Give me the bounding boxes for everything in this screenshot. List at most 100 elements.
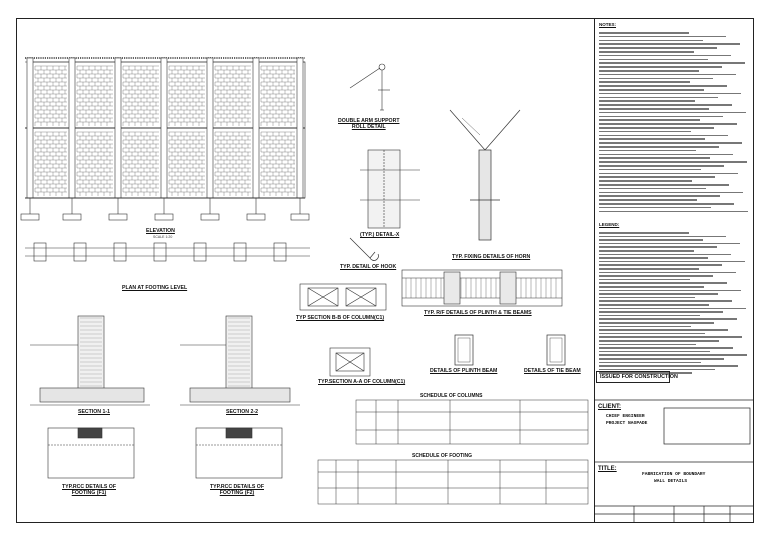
note-text-line xyxy=(599,268,699,270)
note-text-line xyxy=(599,32,689,34)
plinth-beam-title: DETAILS OF PLINTH BEAM xyxy=(430,368,498,374)
note-text-line xyxy=(599,104,732,106)
horn-title: TYP. FIXING DETAILS OF HORN xyxy=(452,254,531,260)
note-text-line xyxy=(599,336,742,338)
note-text-line xyxy=(599,271,736,274)
elevation-drawing xyxy=(20,57,310,221)
note-text-line xyxy=(599,108,709,110)
note-text-line xyxy=(599,368,715,371)
note-text-line xyxy=(599,340,719,342)
note-text-line xyxy=(599,343,696,346)
note-text-line xyxy=(599,184,729,186)
schedule-footing-title: SCHEDULE OF FOOTING xyxy=(412,453,472,459)
note-text-line xyxy=(599,296,695,299)
note-text-line xyxy=(599,286,704,288)
note-text-line xyxy=(599,100,695,102)
note-text-line xyxy=(599,153,733,156)
note-text-line xyxy=(599,304,709,306)
note-text-line xyxy=(599,134,728,137)
note-text-line xyxy=(599,372,692,374)
beam-sections xyxy=(454,334,566,366)
note-text-line xyxy=(599,199,697,201)
client-line-1: CHIEF ENGINEER xyxy=(606,414,645,419)
title-line-1: FABRICATION OF BOUNDARY xyxy=(642,472,706,477)
schedule-columns-grid xyxy=(355,399,589,445)
note-text-line xyxy=(599,62,745,64)
note-text-line xyxy=(599,203,734,205)
note-text-line xyxy=(599,311,723,313)
section-22-drawing xyxy=(180,315,300,406)
note-text-line xyxy=(599,39,703,42)
note-text-line xyxy=(599,157,710,159)
note-text-line xyxy=(599,51,694,53)
plan-footing-drawing xyxy=(25,242,310,262)
rcc-f1-title: TYP.RCC DETAILS OF FOOTING (F1) xyxy=(62,484,116,496)
note-text-line xyxy=(599,70,699,72)
note-text-line xyxy=(599,142,742,144)
note-text-line xyxy=(599,232,689,234)
sheet-border xyxy=(16,18,754,523)
note-text-line xyxy=(599,191,743,194)
note-text-line xyxy=(599,66,722,68)
detail-x-title: (TYP.) DETAIL-X xyxy=(360,232,400,238)
note-text-line xyxy=(599,35,726,38)
note-text-line xyxy=(599,282,727,284)
rcc-f2-title: TYP.RCC DETAILS OF FOOTING (F2) xyxy=(210,484,264,496)
section-11-title: SECTION 1-1 xyxy=(78,409,110,415)
horn-drawing xyxy=(449,109,521,241)
note-text-line xyxy=(599,195,720,197)
note-text-line xyxy=(599,180,692,182)
issued-stamp-box: ISSUED FOR CONSTRUCTION xyxy=(596,371,678,383)
note-text-line xyxy=(599,130,691,133)
legend-heading: LEGEND: xyxy=(599,222,620,227)
note-text-line xyxy=(599,81,690,83)
note-text-line xyxy=(599,43,740,45)
section-bb-title: TYP SECTION B-B OF COLUMN(C1) xyxy=(296,315,385,321)
note-text-line xyxy=(599,329,728,331)
note-text-line xyxy=(599,47,717,49)
note-text-line xyxy=(599,264,722,266)
tie-beam-title: DETAILS OF TIE BEAM xyxy=(524,368,581,374)
plinth-tie-drawing xyxy=(401,269,563,307)
note-text-line xyxy=(599,123,737,125)
note-text-line xyxy=(599,275,713,277)
note-text-line xyxy=(599,85,727,87)
note-text-line xyxy=(599,138,705,140)
elevation-scale: SCALE 1:20 xyxy=(153,235,173,239)
note-text-line xyxy=(599,119,700,121)
note-text-line xyxy=(599,149,696,152)
note-text-line xyxy=(599,350,710,353)
note-text-line xyxy=(599,96,718,99)
note-text-line xyxy=(599,168,701,171)
note-text-line xyxy=(599,58,708,61)
title-label: TITLE: xyxy=(598,466,617,472)
note-text-line xyxy=(599,365,738,367)
note-text-line xyxy=(599,77,713,80)
note-text-line xyxy=(599,239,703,241)
client-label: CLIENT: xyxy=(598,404,621,410)
note-text-line xyxy=(599,187,706,190)
title-block-grid xyxy=(594,399,754,523)
title-line-2: WALL DETAILS xyxy=(654,479,688,484)
section-11-drawing xyxy=(30,315,150,406)
schedule-columns-title: SCHEDULE OF COLUMNS xyxy=(420,393,483,399)
note-text-line xyxy=(599,127,714,129)
note-text-line xyxy=(599,253,731,256)
schedule-footing-grid xyxy=(317,459,589,505)
note-text-line xyxy=(599,165,724,167)
notes-heading: NOTES: xyxy=(599,22,617,27)
detail-x-drawing xyxy=(360,149,420,229)
note-text-line xyxy=(599,361,701,364)
note-text-line xyxy=(599,354,747,356)
notes-panel: NOTES: LEGEND: xyxy=(594,18,754,523)
note-text-line xyxy=(599,111,746,114)
note-text-line xyxy=(599,176,715,178)
note-text-line xyxy=(599,322,714,324)
note-text-line xyxy=(599,242,740,245)
hook-drawing xyxy=(349,237,379,261)
note-text-line xyxy=(599,172,738,175)
client-line-2: PROJECT NAGPADE xyxy=(606,421,648,426)
section-aa-title: TYP.SECTION A-A OF COLUMN(C1) xyxy=(318,379,406,385)
